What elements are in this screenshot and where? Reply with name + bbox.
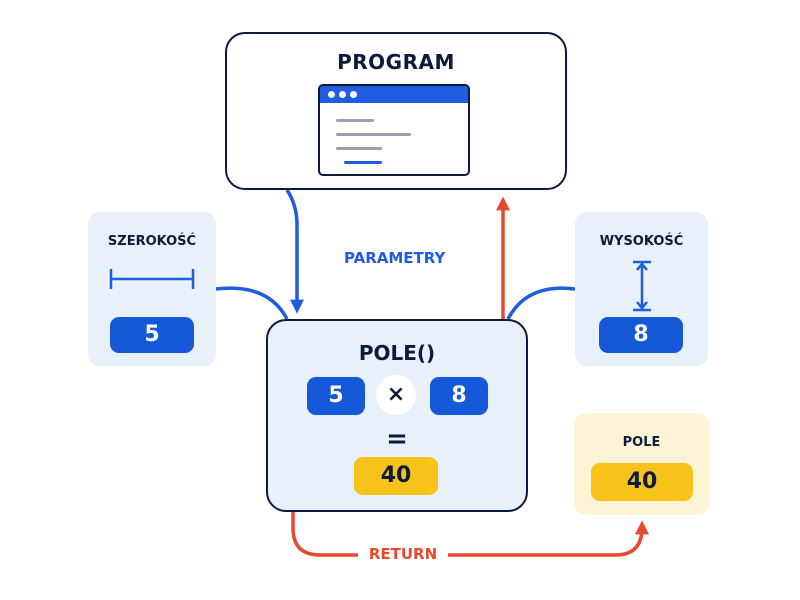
parameters-label: PARAMETRY [344, 249, 446, 267]
function-title: POLE() [358, 341, 436, 365]
text-line [336, 133, 411, 136]
width-connector [215, 286, 289, 320]
text-line [336, 119, 374, 122]
window-dot [339, 91, 346, 98]
return-label: RETURN [358, 545, 448, 563]
window-title-bar [320, 86, 468, 103]
return-arrow [291, 512, 649, 557]
function-result: 40 [354, 457, 438, 495]
width-value: 5 [110, 317, 194, 353]
program-title: PROGRAM [337, 50, 455, 74]
result-value: 40 [591, 463, 693, 501]
width-panel: SZEROKOŚĆ 5 [88, 212, 216, 366]
text-line [336, 147, 382, 150]
equals-sign: = [386, 424, 408, 454]
height-connector [506, 286, 576, 320]
height-label: WYSOKOŚĆ [599, 234, 684, 249]
function-box: POLE() 5 × 8 = 40 [266, 319, 528, 512]
vertical-measure-icon [633, 260, 651, 312]
window-dot [328, 91, 335, 98]
result-label: POLE [622, 435, 661, 450]
program-box: PROGRAM [225, 32, 567, 190]
left-operand: 5 [307, 377, 365, 415]
window-dot [350, 91, 357, 98]
horizontal-measure-icon [109, 269, 195, 289]
browser-window-icon [318, 84, 470, 176]
height-value: 8 [599, 317, 683, 353]
text-line-highlight [344, 161, 382, 164]
multiply-icon: × [376, 375, 416, 415]
right-operand: 8 [430, 377, 488, 415]
result-panel: POLE 40 [574, 413, 709, 515]
height-panel: WYSOKOŚĆ 8 [575, 212, 708, 366]
parameters-arrow [285, 189, 304, 314]
width-label: SZEROKOŚĆ [107, 234, 197, 249]
